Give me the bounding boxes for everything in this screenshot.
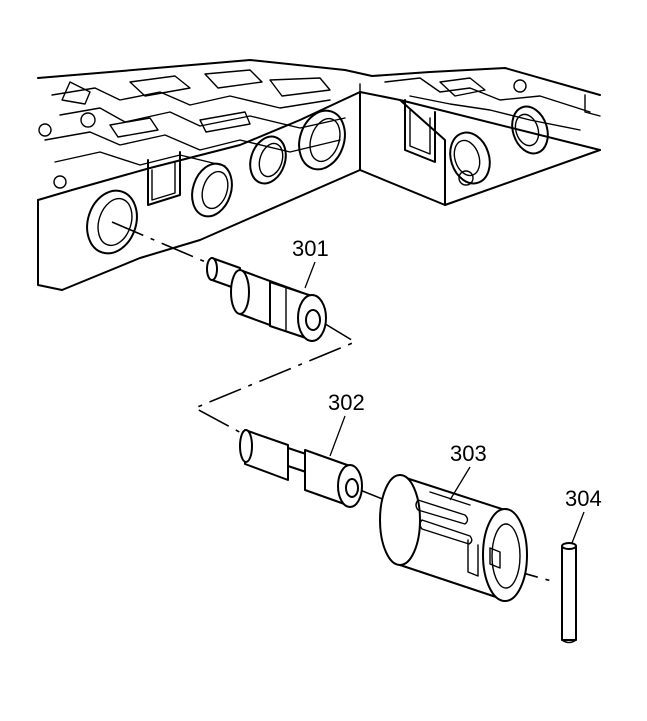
callout-302-label: 302 [328, 390, 365, 415]
part-304-pin [561, 542, 577, 644]
part-301-valve [206, 257, 327, 342]
callout-302: 302 [328, 390, 365, 457]
callout-301-label: 301 [292, 236, 329, 261]
callout-304-label: 304 [565, 486, 602, 511]
valve-body [37, 59, 601, 291]
alignment-centerline [111, 221, 556, 583]
callout-303-label: 303 [450, 441, 487, 466]
part-302-valve [239, 429, 363, 508]
part-303-sleeve [379, 474, 528, 602]
callout-303: 303 [449, 441, 487, 501]
callout-304: 304 [565, 486, 602, 544]
callout-301: 301 [292, 236, 329, 289]
